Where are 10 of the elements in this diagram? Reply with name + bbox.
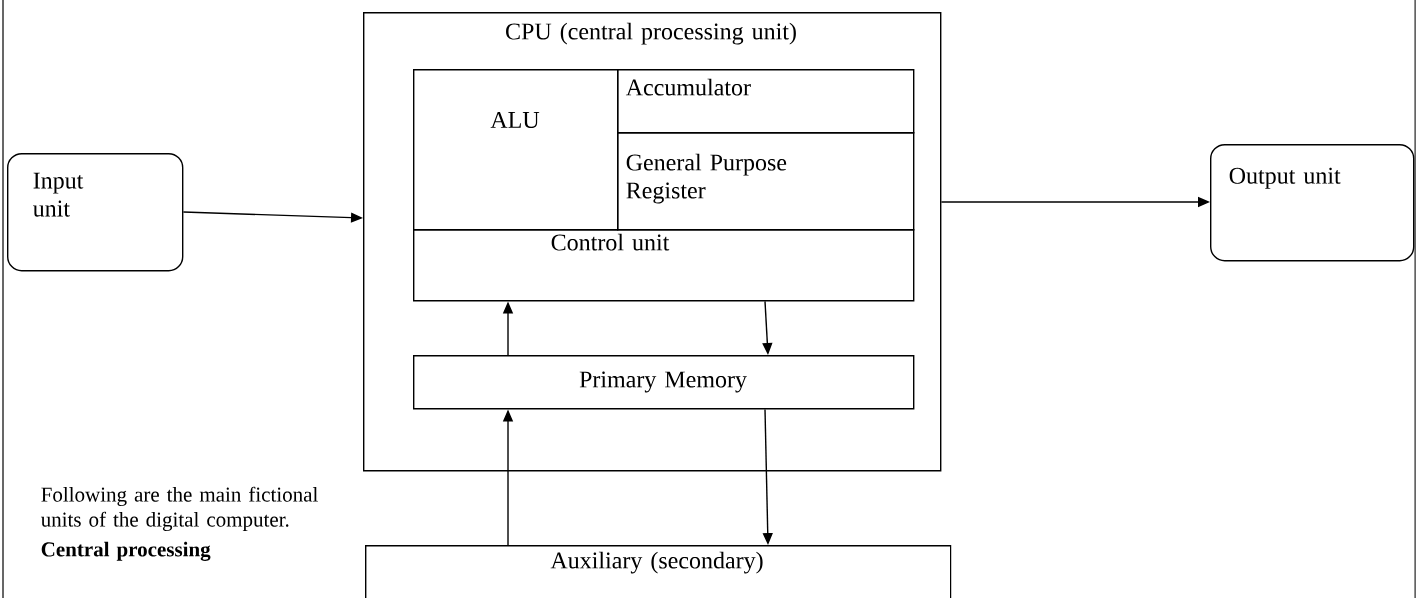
section-box: General Purpose Register [617, 132, 915, 231]
section-box: Accumulator [617, 69, 915, 134]
note-text: Following are the main fictional units of the digital computer. [41, 486, 318, 532]
rounded-box: Output unit [1210, 144, 1415, 262]
rounded-box: Input unit [7, 153, 184, 272]
section-box: Primary Memory [413, 355, 915, 410]
panel-box: Auxiliary (secondary) [365, 545, 952, 598]
section-box: Control unit [413, 229, 915, 302]
note-text: Central processing [41, 541, 211, 561]
section-box: ALU [413, 69, 619, 231]
